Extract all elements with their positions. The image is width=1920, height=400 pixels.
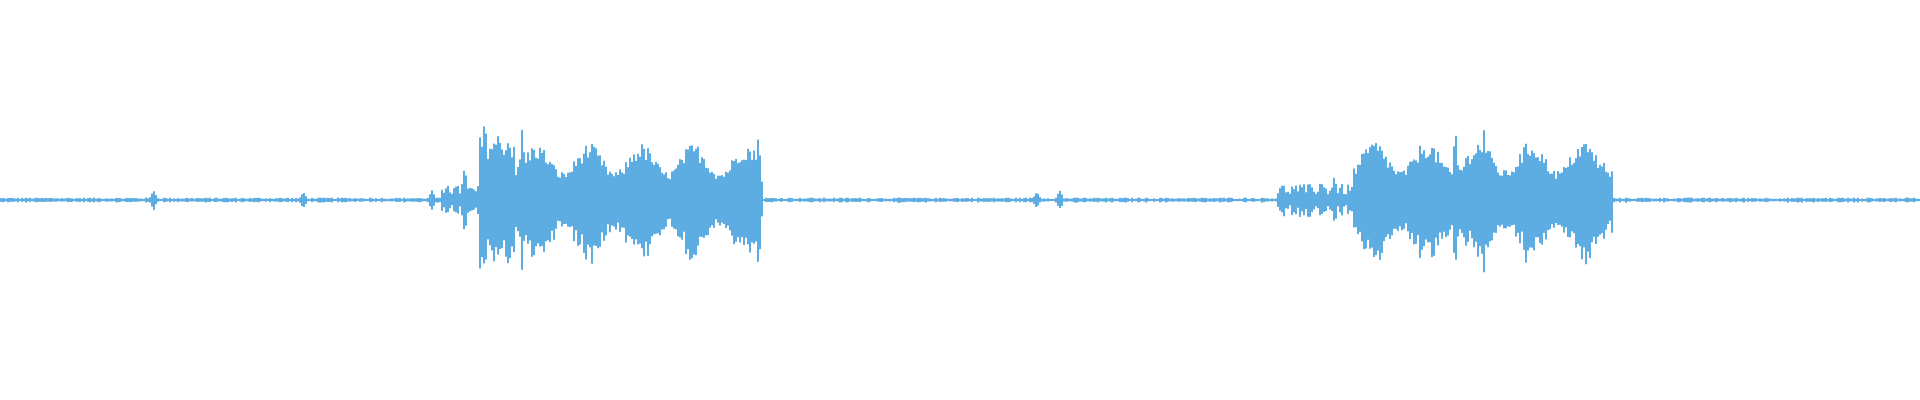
waveform-bars bbox=[0, 126, 1920, 273]
